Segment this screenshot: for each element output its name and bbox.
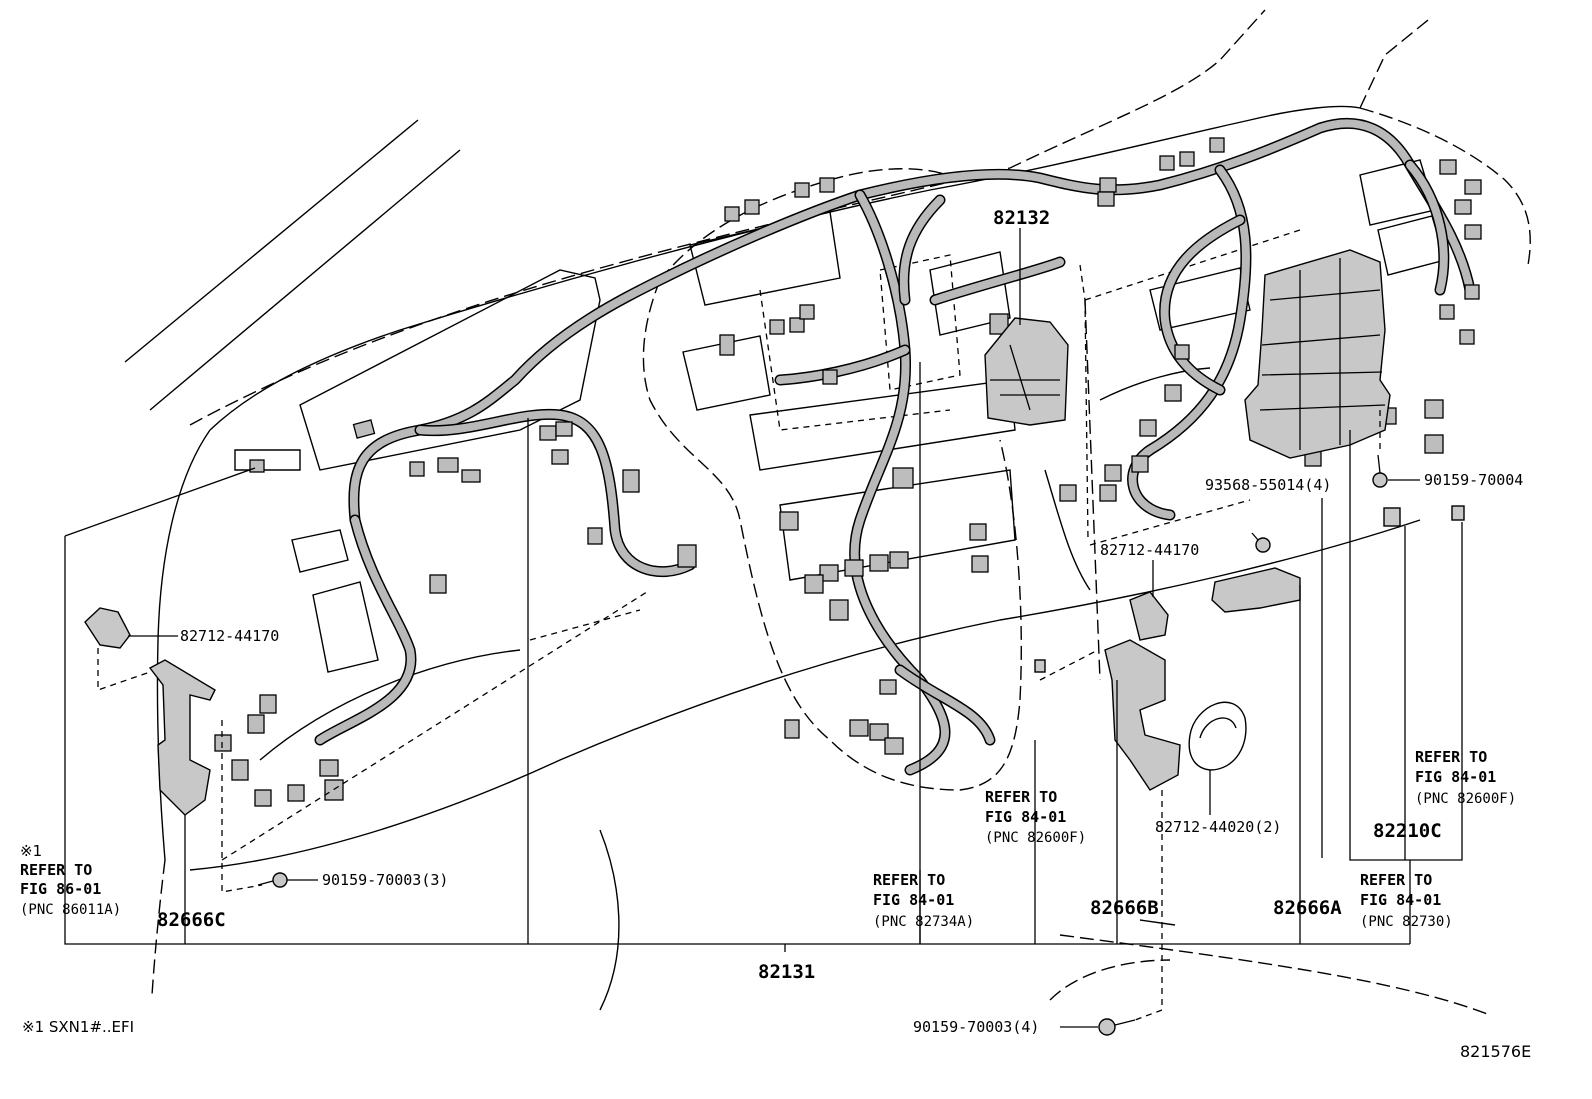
ref-82730-line1: REFER TO bbox=[1360, 871, 1432, 889]
dashboard-outline bbox=[124, 9, 1531, 1016]
grommet-part bbox=[1188, 701, 1247, 771]
figure-id: 821576E bbox=[1460, 1042, 1531, 1061]
callout-clip-center: 82712-44170 bbox=[1100, 541, 1199, 559]
main-wire-harness bbox=[314, 117, 1476, 776]
part-82210c-label: 82210C bbox=[1373, 820, 1442, 842]
callout-nut-top: 93568-55014(4) bbox=[1205, 476, 1331, 494]
relay-block-assembly bbox=[1244, 249, 1391, 459]
ref-82734-line1: REFER TO bbox=[873, 871, 945, 889]
callout-bolt-right: 90159-70004 bbox=[1424, 471, 1523, 489]
ref-82734-line2: FIG 84-01 bbox=[873, 891, 954, 909]
reference-notes: ※1 REFER TO FIG 86-01 (PNC 86011A) REFER… bbox=[20, 748, 1516, 930]
connector-blocks bbox=[214, 137, 1482, 807]
ref-82600-right-line2: FIG 84-01 bbox=[1415, 768, 1496, 786]
ref-86-line2: FIG 86-01 bbox=[20, 880, 101, 898]
leader-lines bbox=[64, 228, 1463, 1028]
part-82132-label: 82132 bbox=[993, 207, 1050, 229]
footnote: ※1 SXN1#..EFI bbox=[22, 1018, 134, 1036]
ref-82600-right-line1: REFER TO bbox=[1415, 748, 1487, 766]
part-82666b-label: 82666B bbox=[1090, 897, 1159, 919]
bracket-82666c-part bbox=[148, 659, 216, 816]
ref-86-line3: (PNC 86011A) bbox=[20, 902, 121, 918]
bracket-82666a-part bbox=[1211, 567, 1301, 613]
fasteners bbox=[257, 454, 1465, 1036]
ref-82730-line3: (PNC 82730) bbox=[1360, 914, 1453, 930]
harness-center-box bbox=[984, 317, 1069, 426]
bracket-82666b-part bbox=[1104, 591, 1181, 791]
ref-82600-center-line2: FIG 84-01 bbox=[985, 808, 1066, 826]
ref-82600-center-line3: (PNC 82600F) bbox=[985, 830, 1086, 846]
ref-86-mark: ※1 bbox=[20, 842, 42, 860]
callout-grommet: 82712-44020(2) bbox=[1155, 818, 1281, 836]
ref-82600-right-line3: (PNC 82600F) bbox=[1415, 791, 1516, 807]
callout-bolt-bottom: 90159-70003(4) bbox=[913, 1018, 1039, 1036]
part-labels: 82132 82131 82210C 82666A 82666B 82666C … bbox=[157, 207, 1523, 1036]
part-82131-label: 82131 bbox=[758, 961, 815, 983]
part-82666c-label: 82666C bbox=[157, 909, 226, 931]
ref-82730-line2: FIG 84-01 bbox=[1360, 891, 1441, 909]
ref-82734-line3: (PNC 82734A) bbox=[873, 914, 974, 930]
part-82666a-label: 82666A bbox=[1273, 897, 1342, 919]
ref-86-line1: REFER TO bbox=[20, 861, 92, 879]
ref-82600-center-line1: REFER TO bbox=[985, 788, 1057, 806]
callout-bolt-left: 90159-70003(3) bbox=[322, 871, 448, 889]
clip-left-part bbox=[84, 607, 131, 649]
callout-clip-left: 82712-44170 bbox=[180, 627, 279, 645]
